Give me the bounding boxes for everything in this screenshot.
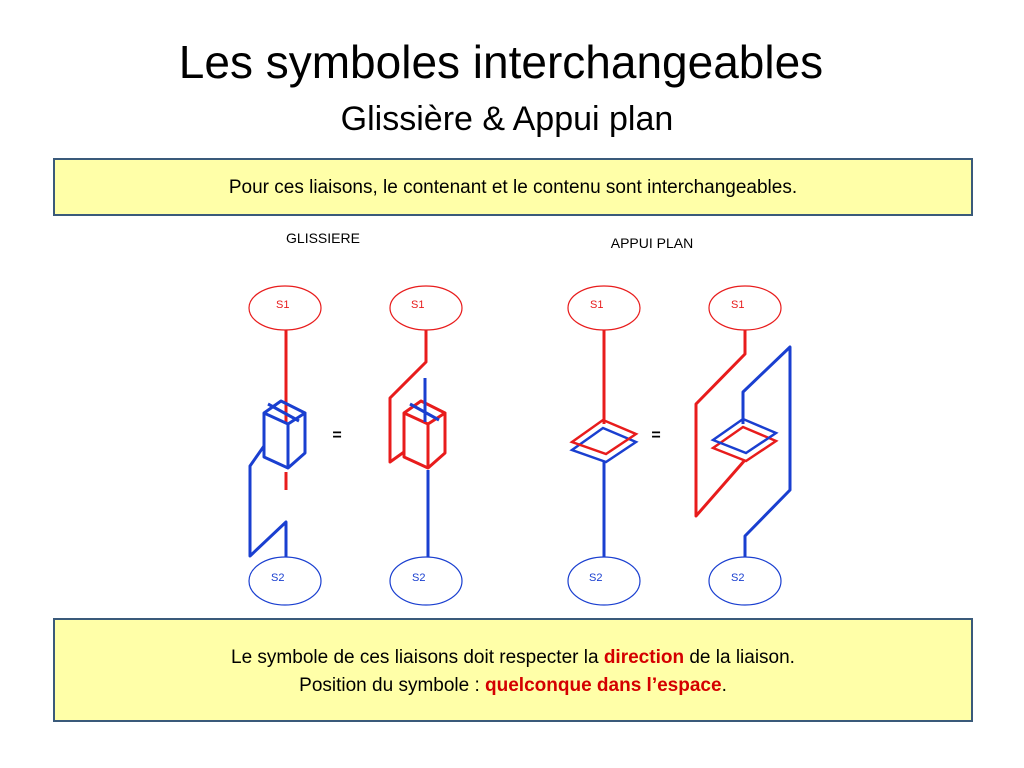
blue-rod (409, 378, 440, 560)
s1-link (694, 330, 747, 518)
glissiere-label: GLISSIERE (286, 230, 360, 246)
glissiere-diagram-2: S1 S2 (388, 285, 463, 606)
appui-plan-diagram-1: S1 S2 (567, 285, 641, 606)
bottom-note-box: Le symbole de ces liaisons doit respecte… (53, 618, 973, 722)
equals-sign-glissiere: = (332, 427, 341, 444)
s1-node (389, 285, 463, 331)
top-note-text: Pour ces liaisons, le contenant et le co… (228, 177, 798, 198)
s2-node-label: S2 (412, 572, 425, 584)
s1-node-label: S1 (411, 299, 424, 311)
bottom-note-line-2: Position du symbole : quelconque dans l’… (299, 675, 727, 696)
appui-plan-diagram-2: S1 S2 (694, 285, 792, 606)
emphasis-position: quelconque dans l’espace (485, 675, 722, 696)
s1-node (567, 285, 641, 331)
s2-link (248, 445, 288, 560)
equals-sign-appui-plan: = (651, 427, 660, 444)
s2-node (389, 556, 463, 606)
s2-node-label: S2 (589, 572, 602, 584)
s2-node (708, 556, 782, 606)
red-plane (569, 418, 639, 456)
blue-plane (569, 426, 639, 464)
slide-subtitle: Glissière & Appui plan (340, 100, 674, 138)
emphasis-direction: direction (603, 647, 685, 668)
blue-plane (710, 417, 779, 455)
top-note-box: Pour ces liaisons, le contenant et le co… (53, 158, 973, 216)
s1-node-label: S1 (276, 299, 289, 311)
appui-plan-label: APPUI PLAN (611, 235, 693, 251)
s1-node-label: S1 (731, 299, 744, 311)
bottom-note-line-1: Le symbole de ces liaisons doit respecte… (231, 647, 795, 668)
red-plane (710, 425, 779, 463)
s2-link (741, 345, 792, 560)
s2-node-label: S2 (271, 572, 284, 584)
s2-node-label: S2 (731, 572, 744, 584)
glissiere-diagram-1: S1 S2 (248, 285, 322, 606)
blue-prism-housing (262, 399, 307, 470)
s2-node (248, 556, 322, 606)
s1-node (708, 285, 782, 331)
red-prism-housing (402, 399, 447, 470)
s1-node-label: S1 (590, 299, 603, 311)
s1-link (388, 330, 428, 464)
slide-title: Les symboles interchangeables (178, 36, 824, 88)
s2-node (567, 556, 641, 606)
